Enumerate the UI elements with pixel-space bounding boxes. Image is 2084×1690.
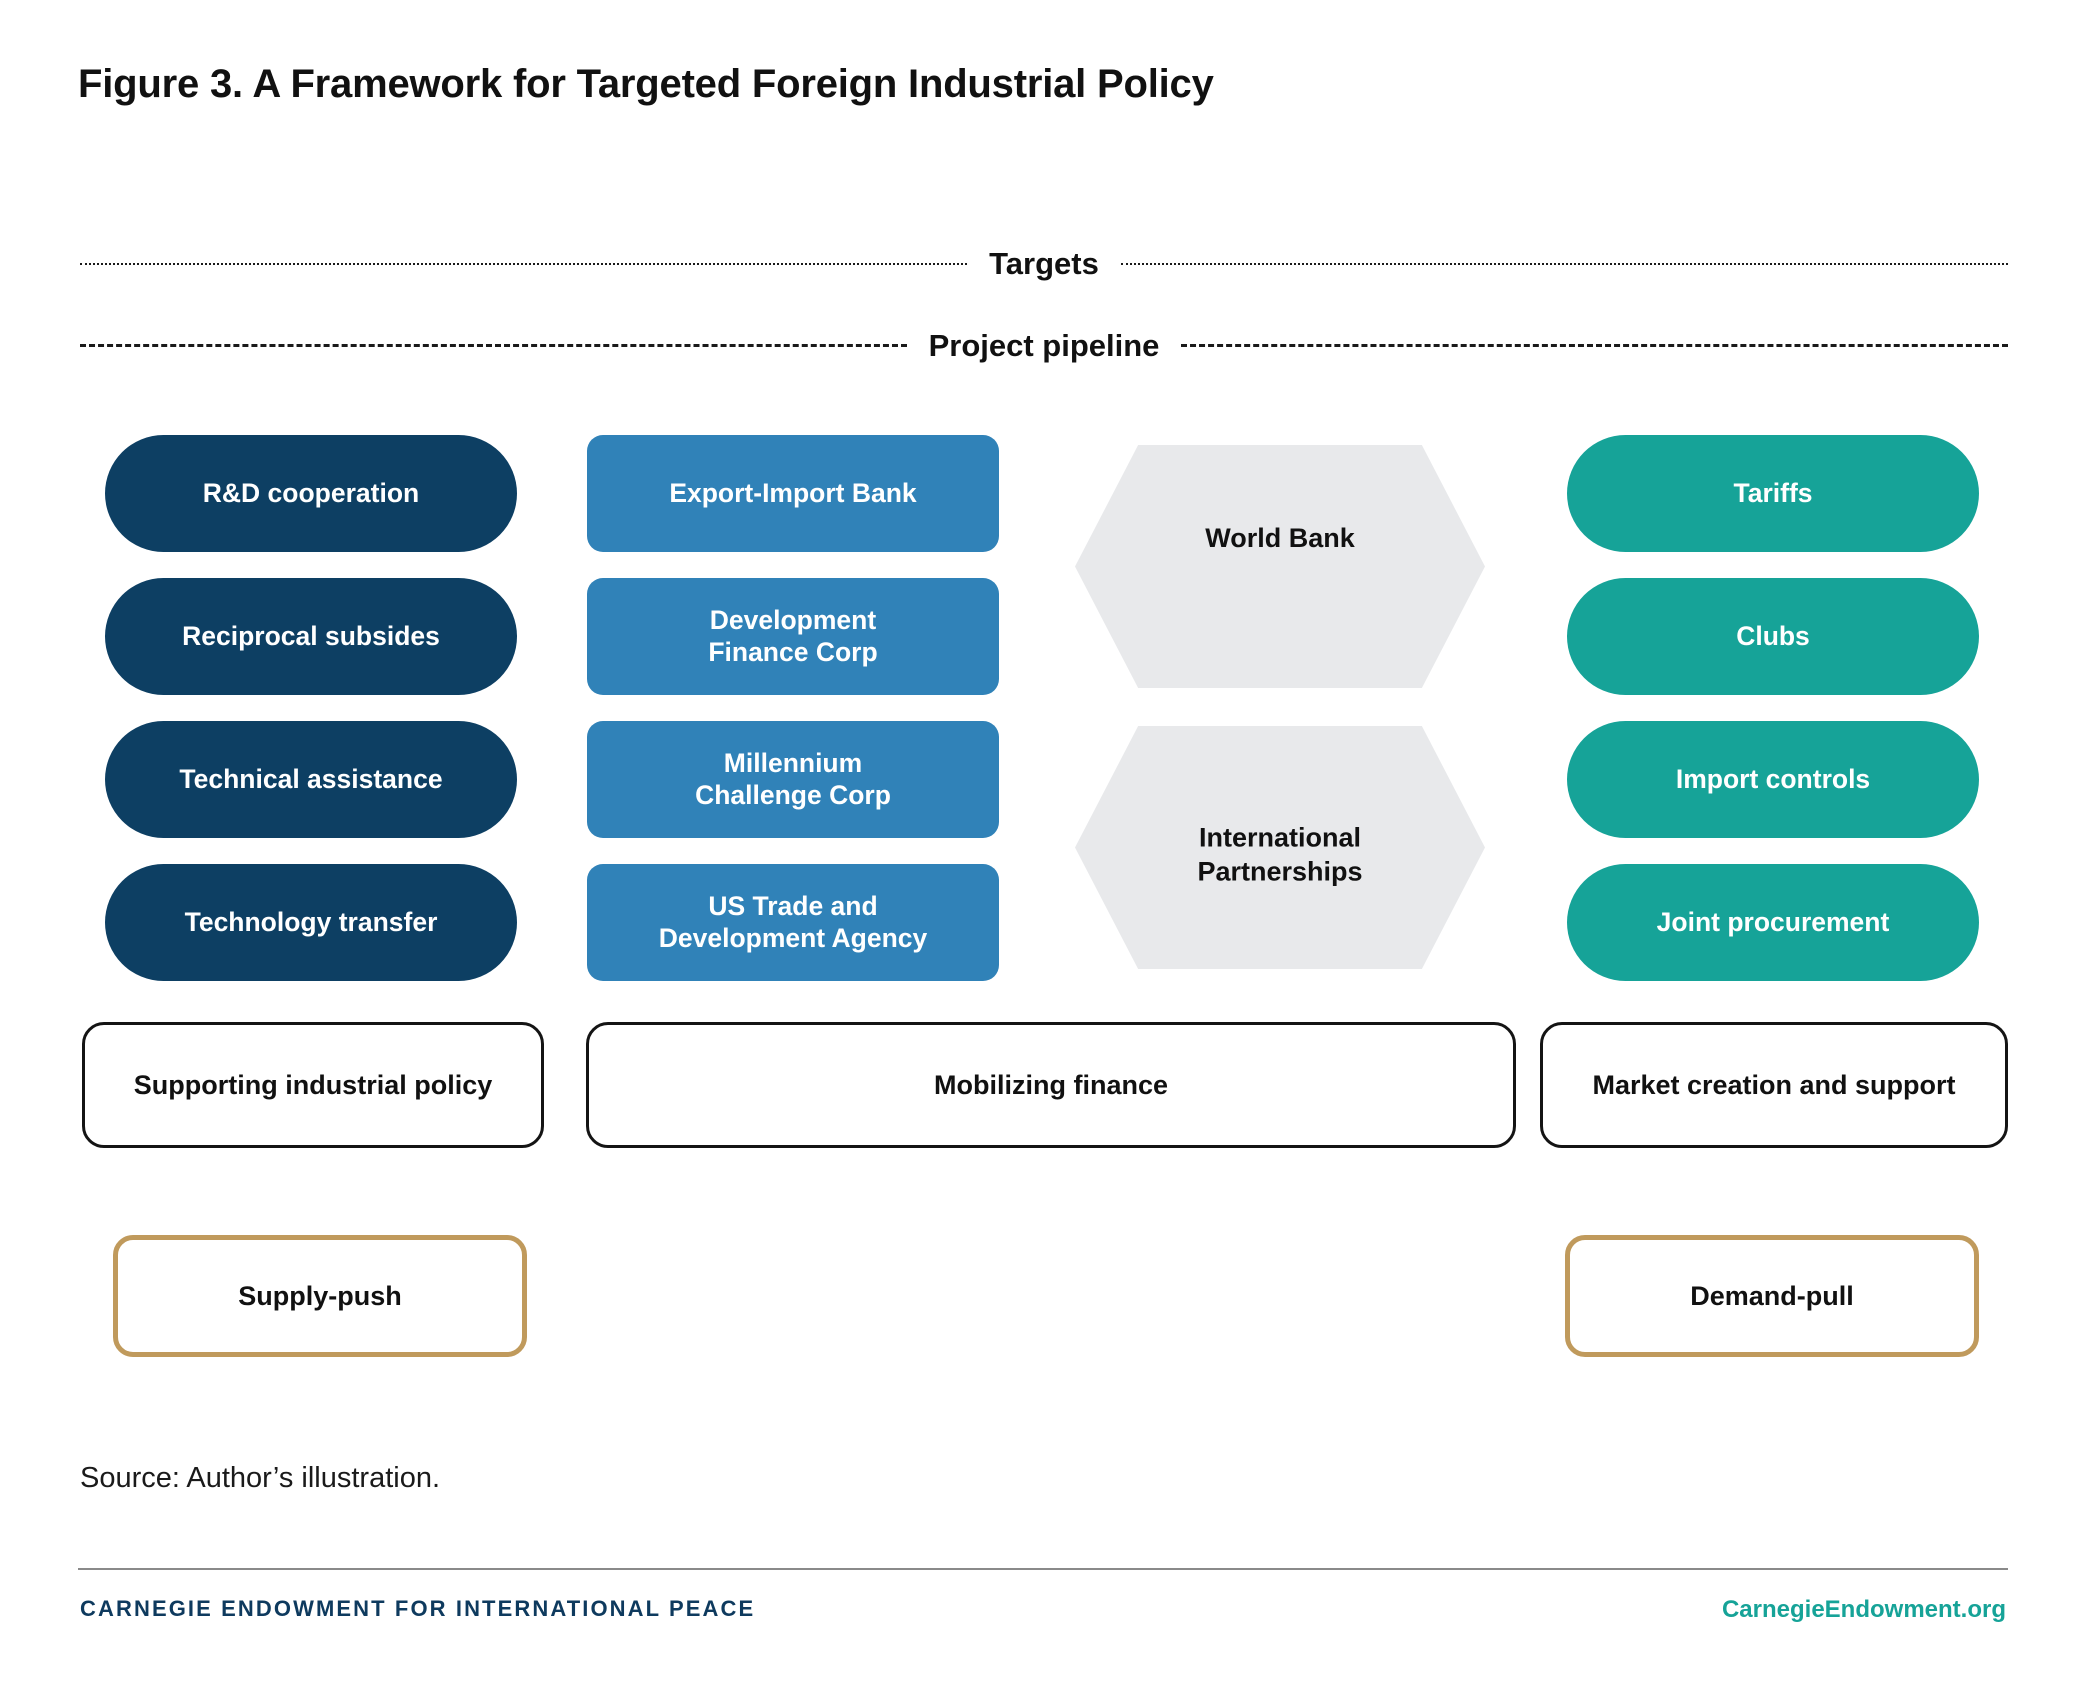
category-market-creation-and-support: Market creation and support bbox=[1540, 1022, 2008, 1148]
node-technical-assistance[interactable]: Technical assistance bbox=[105, 721, 517, 838]
node-technology-transfer[interactable]: Technology transfer bbox=[105, 864, 517, 981]
divider-targets: Targets bbox=[80, 248, 2008, 279]
label-supply-push: Supply-push bbox=[113, 1235, 527, 1357]
divider-line-right bbox=[1181, 344, 2008, 347]
footer-website-link[interactable]: CarnegieEndowment.org bbox=[1721, 1596, 2006, 1623]
node-reciprocal-subsides[interactable]: Reciprocal subsides bbox=[105, 578, 517, 695]
footer-organization: CARNEGIE ENDOWMENT FOR INTERNATIONAL PEA… bbox=[80, 1596, 756, 1621]
hexagon-shape bbox=[1075, 445, 1485, 688]
divider-line-left bbox=[80, 344, 907, 347]
node-joint-procurement[interactable]: Joint procurement bbox=[1567, 864, 1979, 981]
label-demand-pull: Demand-pull bbox=[1565, 1235, 1979, 1357]
node-export-import-bank[interactable]: Export-Import Bank bbox=[587, 435, 999, 552]
footer-divider bbox=[78, 1568, 2008, 1570]
node-tariffs[interactable]: Tariffs bbox=[1567, 435, 1979, 552]
divider-label-project-pipeline: Project pipeline bbox=[906, 330, 1182, 361]
divider-line-left bbox=[80, 262, 968, 265]
node-world-bank[interactable]: World Bank bbox=[1075, 445, 1485, 688]
divider-label-targets: Targets bbox=[967, 248, 1121, 279]
page-title: Figure 3. A Framework for Targeted Forei… bbox=[78, 62, 1214, 106]
column-supporting-industrial-policy: R&D cooperation Reciprocal subsides Tech… bbox=[105, 435, 517, 1007]
node-rd-cooperation[interactable]: R&D cooperation bbox=[105, 435, 517, 552]
divider-line-right bbox=[1120, 262, 2008, 265]
source-note: Source: Author’s illustration. bbox=[80, 1462, 441, 1494]
category-supporting-industrial-policy: Supporting industrial policy bbox=[82, 1022, 544, 1148]
node-clubs[interactable]: Clubs bbox=[1567, 578, 1979, 695]
category-mobilizing-finance: Mobilizing finance bbox=[586, 1022, 1516, 1148]
node-import-controls[interactable]: Import controls bbox=[1567, 721, 1979, 838]
hexagon-shape bbox=[1075, 726, 1485, 969]
column-market-creation-and-support: Tariffs Clubs Import controls Joint proc… bbox=[1567, 435, 1979, 1007]
node-world-bank-label: World Bank bbox=[1205, 523, 1355, 554]
divider-project-pipeline: Project pipeline bbox=[80, 330, 2008, 361]
